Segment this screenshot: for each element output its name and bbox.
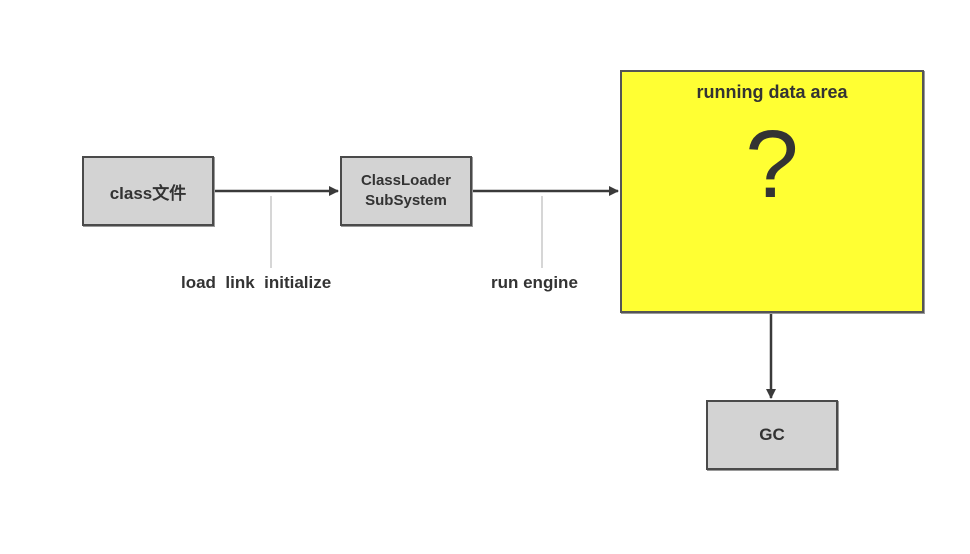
- running-data-area-title: running data area: [696, 82, 848, 102]
- run-engine-label: run engine: [491, 273, 578, 292]
- running-data-area-node: running data area ?: [620, 70, 924, 313]
- gc-node: GC: [706, 400, 838, 470]
- load-link-initialize-label: load link initialize: [181, 273, 332, 292]
- classloader-subsystem-node: ClassLoader SubSystem: [340, 156, 472, 226]
- question-mark: ?: [745, 111, 799, 218]
- class-file-label: class文件: [109, 183, 187, 203]
- gc-label: GC: [759, 425, 785, 444]
- classloader-label-line1: ClassLoader: [360, 172, 452, 189]
- classloader-label-line2: SubSystem: [365, 192, 447, 209]
- class-file-node: class文件: [82, 156, 214, 226]
